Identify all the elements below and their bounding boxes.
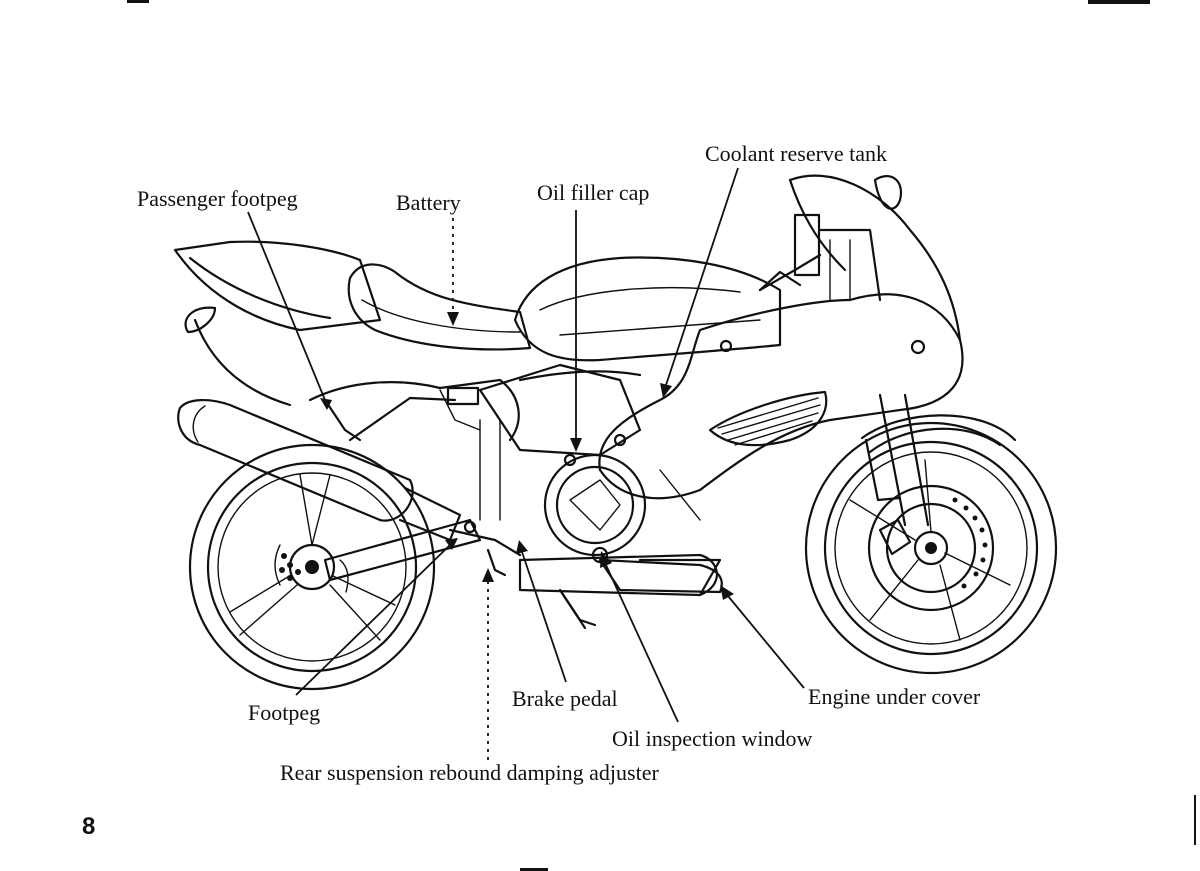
motorcycle-illustration: [173, 174, 1058, 691]
label-passenger-footpeg: Passenger footpeg: [137, 186, 298, 211]
label-oil-filler-cap: Oil filler cap: [537, 180, 650, 205]
arrowhead-footpeg: [445, 538, 458, 550]
scan-mark-right-edge: [1194, 795, 1196, 845]
leader-footpeg: [295, 544, 451, 696]
arrowhead-brake-pedal: [516, 540, 528, 554]
front-wheel: [804, 421, 1058, 675]
arrowhead-coolant-reserve-tank: [660, 383, 672, 398]
pegs-and-pedals: [323, 398, 587, 630]
label-oil-inspection-window: Oil inspection window: [612, 726, 813, 751]
engine-under-cover: [598, 558, 723, 594]
engine: [478, 363, 722, 627]
scan-mark-top-left: [127, 0, 149, 3]
arrowhead-battery: [447, 312, 459, 326]
label-battery: Battery: [396, 190, 461, 215]
leader-oil-inspection-window: [605, 564, 679, 723]
scan-mark-bottom: [520, 868, 548, 871]
arrowhead-oil-filler-cap: [570, 438, 582, 452]
leader-engine-under-cover: [727, 595, 805, 689]
arrowhead-oil-inspection-window: [600, 551, 612, 568]
label-brake-pedal: Brake pedal: [512, 686, 618, 711]
swingarm: [323, 518, 482, 582]
seat: [347, 263, 532, 351]
label-engine-under-cover: Engine under cover: [808, 684, 981, 709]
callout-leaders: [247, 167, 805, 760]
tail-section: [173, 240, 382, 407]
arrowhead-rear-suspension-adjuster: [482, 568, 494, 582]
fuel-tank: [513, 256, 782, 362]
label-footpeg: Footpeg: [248, 700, 321, 725]
label-coolant-reserve-tank: Coolant reserve tank: [705, 141, 888, 166]
label-rear-suspension-adjuster: Rear suspension rebound damping adjuster: [280, 760, 659, 785]
arrowhead-passenger-footpeg: [320, 398, 332, 410]
exhaust-muffler: [177, 399, 462, 542]
page-number: 8: [82, 813, 96, 840]
front-fork: [860, 393, 1017, 527]
frame: [308, 370, 642, 442]
front-fairing: [598, 174, 964, 500]
rear-wheel: [188, 443, 436, 691]
handlebar: [758, 213, 882, 302]
leader-passenger-footpeg: [247, 211, 326, 401]
scan-mark-top-right: [1088, 0, 1150, 4]
leader-coolant-reserve-tank: [665, 167, 739, 386]
arrowhead-engine-under-cover: [720, 585, 734, 600]
leader-brake-pedal: [521, 551, 567, 683]
